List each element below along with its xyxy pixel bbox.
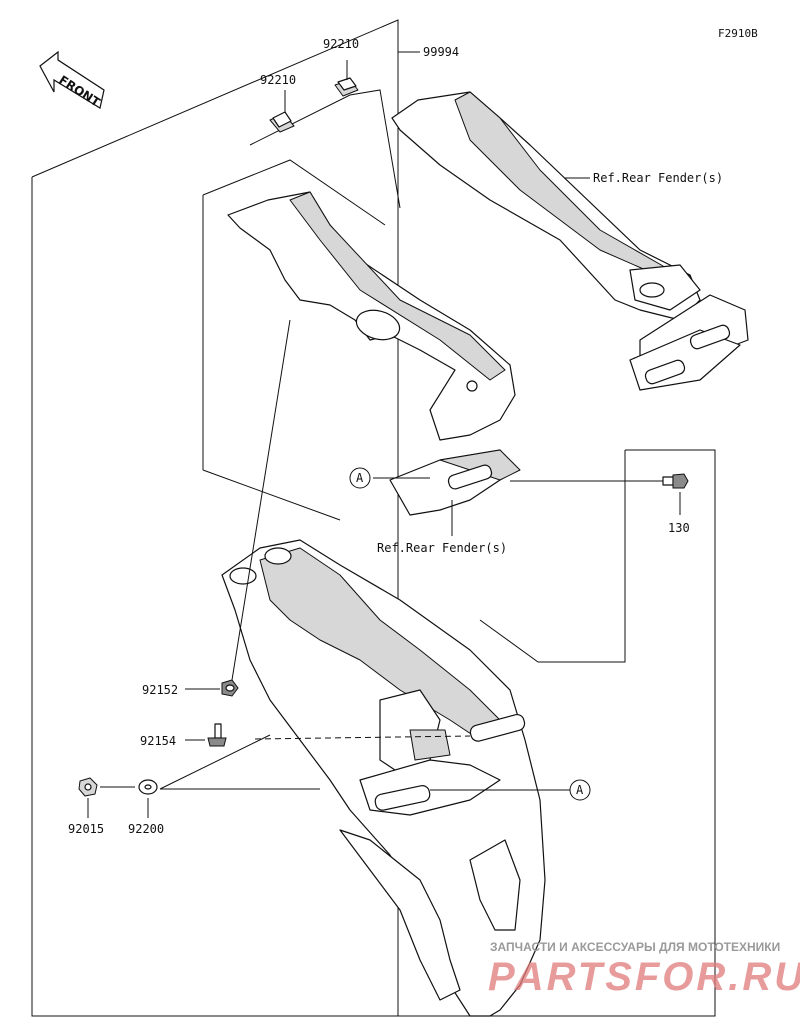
nut-92015-icon: [78, 777, 98, 797]
leader-washer-up: [159, 734, 271, 790]
callout-130: 130: [668, 521, 690, 535]
fastener-frame: [249, 89, 401, 209]
figure-id: F2910B: [718, 27, 758, 40]
inner-frame-top: [202, 159, 386, 226]
callout-92210-top: 92210: [323, 37, 359, 51]
flange-bolt-130-icon: [662, 473, 689, 489]
ref-rear-fender-bottom: Ref.Rear Fender(s): [377, 541, 507, 555]
main-mounting-bracket: [227, 191, 521, 516]
callout-99994: 99994: [423, 45, 459, 59]
bolt-frame-inner: [479, 450, 626, 663]
dashed-assembly-path: [254, 735, 471, 740]
callout-92015: 92015: [68, 822, 104, 836]
svg-text:A: A: [576, 783, 584, 797]
callout-92154: 92154: [140, 734, 176, 748]
callout-92210-left: 92210: [260, 73, 296, 87]
assembly-frame: [31, 19, 399, 1017]
nut-92152-icon: [221, 679, 239, 697]
bolt-frame: [398, 449, 716, 1017]
clip-nut-upper-icon: [334, 60, 359, 97]
rear-mudguard-body: [221, 539, 546, 1017]
screw-92154-icon: [207, 723, 227, 747]
ref-rear-fender-top: Ref.Rear Fender(s): [593, 171, 723, 185]
watermark-brand: PARTSFOR.RU: [488, 955, 800, 999]
rear-fender-ref-bracket: [391, 91, 749, 391]
callout-92200: 92200: [128, 822, 164, 836]
leader-92152-up: [231, 319, 291, 681]
inner-frame-bottom: [202, 469, 341, 521]
marker-a-upper: A: [349, 467, 371, 489]
marker-a-lower: A: [569, 779, 591, 801]
washer-92200-icon: [138, 779, 158, 795]
clip-nut-lower-icon: [269, 90, 295, 133]
watermark-tagline: ЗАПЧАСТИ И АКСЕССУАРЫ ДЛЯ МОТОТЕХНИКИ: [490, 940, 780, 954]
svg-text:A: A: [356, 471, 364, 485]
front-arrow-icon: FRONT: [39, 50, 105, 110]
callout-92152: 92152: [142, 683, 178, 697]
